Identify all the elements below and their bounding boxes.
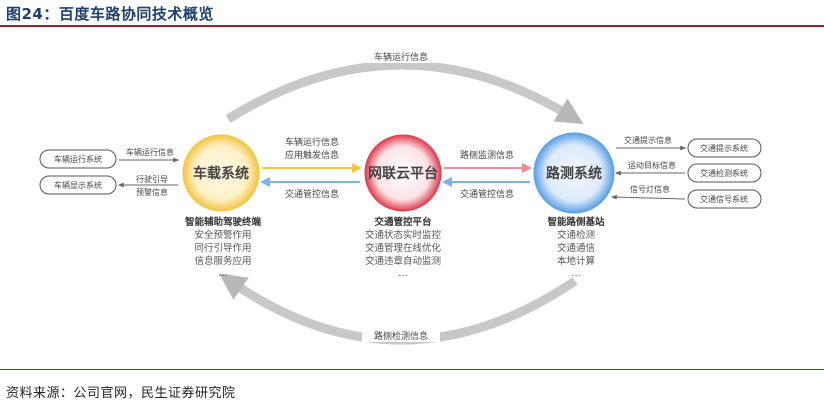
bottom-arc-label: 路侧检测信息 <box>374 330 428 342</box>
source-note: 资料来源：公司官网，民生证券研究院 <box>6 386 236 401</box>
right-box-label: 交通提示系统 <box>700 143 748 153</box>
vehicle-list-item: 信息服务应用 <box>194 255 251 267</box>
bottom-arc-label-bg <box>362 328 440 342</box>
right-box-label: 交通检测系统 <box>700 168 748 178</box>
vehicle-to-left-label-1: 行驶引导 <box>136 174 168 184</box>
vehicle-list-heading: 智能辅助驾驶终端 <box>185 216 262 228</box>
vehicle-list-item: 安全预警作用 <box>194 229 251 241</box>
road-to-right-label-1: 交通提示信息 <box>624 135 672 145</box>
figure-title: 图24：百度车路协同技术概览 <box>6 5 214 23</box>
right-system-box: 交通检测系统 <box>687 163 762 183</box>
title-divider <box>0 25 824 27</box>
cloud-list-item: 交通违章自动监测 <box>365 255 441 267</box>
road-system-node <box>533 132 615 214</box>
right-to-road-label-3: 信号灯信息 <box>630 184 670 194</box>
vehicle-to-left-label-2: 预警信息 <box>136 187 168 197</box>
footer-divider <box>0 369 824 370</box>
cloud-to-road-label: 交通管控信息 <box>460 188 514 200</box>
road-list-item: … <box>571 268 581 279</box>
road-system-label: 路测系统 <box>546 165 602 182</box>
left-box-label: 车辆运行系统 <box>54 154 102 164</box>
top-arc-label-bg <box>362 49 440 63</box>
cloud-list-item: 交通状态实时监控 <box>365 229 442 241</box>
right-system-box: 交通提示系统 <box>687 138 762 158</box>
left-system-box: 车辆显示系统 <box>39 175 117 195</box>
v2x-diagram: 车辆运行信息 路侧检测信息 车辆运行系统 车辆显示系统 车辆运行信息 行驶引导 … <box>39 49 762 345</box>
left-box-label: 车辆显示系统 <box>54 180 102 190</box>
vehicle-system-node <box>182 134 260 212</box>
top-arc-label: 车辆运行信息 <box>374 51 428 63</box>
cloud-platform-node <box>364 134 442 212</box>
left-system-box: 车辆运行系统 <box>39 149 117 169</box>
cloud-to-vehicle-label: 交通管控信息 <box>285 188 339 200</box>
vehicle-system-label: 车载系统 <box>193 165 249 182</box>
cloud-platform-label: 网联云平台 <box>368 165 438 182</box>
cloud-list-item: … <box>398 268 408 279</box>
vehicle-list-item: … <box>218 268 228 279</box>
road-list-heading: 智能路侧基站 <box>547 216 605 228</box>
right-to-road-arrow-3 <box>610 194 686 200</box>
right-system-box: 交通信号系统 <box>687 189 762 209</box>
vehicle-to-cloud-label-2: 应用触发信息 <box>285 149 339 161</box>
left-to-vehicle-label: 车辆运行信息 <box>126 147 174 157</box>
vehicle-list-item: 同行引导作用 <box>194 242 251 254</box>
cloud-list-heading: 交通管控平台 <box>374 216 432 228</box>
road-list-item: 本地计算 <box>557 255 595 267</box>
road-list-item: 交通检测 <box>557 229 595 241</box>
cloud-list-item: 交通管理在线优化 <box>365 242 442 254</box>
right-to-road-label-2: 运动目标信息 <box>628 160 676 170</box>
top-arc <box>225 60 584 125</box>
road-to-cloud-label: 路侧监测信息 <box>460 149 514 161</box>
road-list-item: 交通通信 <box>557 242 595 254</box>
vehicle-to-cloud-label-1: 车辆运行信息 <box>285 136 339 148</box>
right-box-label: 交通信号系统 <box>700 194 748 204</box>
